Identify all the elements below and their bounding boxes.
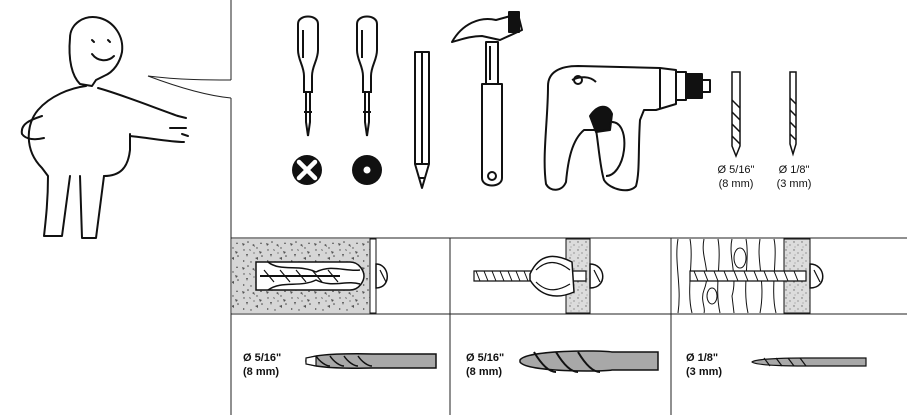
bit-3mm-metric: (3 mm)	[776, 178, 812, 190]
speech-bubble	[147, 75, 232, 99]
flat-head-symbol-icon	[352, 155, 382, 185]
wood-bit-8mm-icon	[519, 350, 659, 373]
concrete-bit-size: Ø 5/16"	[243, 352, 282, 364]
masonry-bit-8mm-icon	[305, 353, 437, 369]
wood-bit-metric: (3 mm)	[686, 366, 723, 378]
panel-frame	[230, 0, 907, 415]
wood-screw-diagram	[672, 238, 824, 314]
pencil-icon	[414, 51, 430, 189]
drill-bit-8mm-icon	[731, 71, 741, 159]
drywall-bit-label: Ø 5/16" (8 mm)	[466, 351, 504, 379]
phillips-screwdriver-icon	[297, 15, 319, 137]
hammer-icon	[451, 11, 523, 187]
wood-bit-label: Ø 1/8" (3 mm)	[686, 351, 722, 379]
drywall-anchor-diagram	[473, 238, 604, 314]
instruction-figure	[20, 16, 189, 239]
bit-3mm-size: Ø 1/8"	[778, 164, 810, 176]
metal-bit-3mm-icon	[751, 357, 867, 367]
bit-8mm-metric: (8 mm)	[718, 178, 754, 190]
drill-bit-3mm-icon	[789, 71, 797, 157]
phillips-head-symbol-icon	[292, 155, 322, 185]
drywall-bit-metric: (8 mm)	[466, 366, 503, 378]
flat-screwdriver-icon	[356, 15, 378, 137]
bit-8mm-size: Ø 5/16"	[717, 164, 755, 176]
concrete-wall-plug-diagram	[232, 238, 388, 314]
power-drill-icon	[543, 65, 711, 192]
drywall-bit-size: Ø 5/16"	[466, 352, 505, 364]
concrete-bit-label: Ø 5/16" (8 mm)	[243, 351, 281, 379]
bit-3mm-label: Ø 1/8" (3 mm)	[764, 163, 824, 191]
concrete-bit-metric: (8 mm)	[243, 366, 280, 378]
wood-bit-size: Ø 1/8"	[686, 352, 719, 364]
bit-8mm-label: Ø 5/16" (8 mm)	[706, 163, 766, 191]
